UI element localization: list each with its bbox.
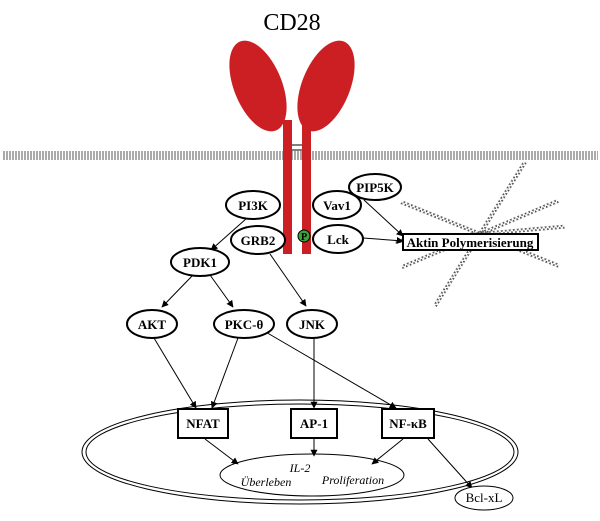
node-jnk-label: JNK: [299, 317, 326, 332]
diagram-title: CD28: [263, 10, 320, 36]
node-pkc-label: PKC-θ: [225, 317, 264, 332]
node-vav1-label: Vav1: [323, 198, 351, 213]
node-pip5k: PIP5K: [348, 173, 402, 201]
node-pkc-theta: PKC-θ: [213, 309, 275, 339]
box-ap1: AP-1: [290, 408, 338, 439]
node-lck: Lck: [312, 224, 364, 254]
box-nfkb: NF-κB: [381, 408, 435, 439]
cd28-receptor: [229, 40, 355, 254]
box-actin-label: Aktin Polymerisierung: [407, 235, 534, 250]
node-pi3k-label: PI3K: [238, 198, 269, 213]
node-bclxl-label: Bcl-xL: [466, 490, 503, 505]
box-ap1-label: AP-1: [300, 416, 328, 431]
box-actin: Aktin Polymerisierung: [402, 233, 539, 251]
cell-membrane: [2, 151, 598, 160]
node-pdk1-label: PDK1: [183, 255, 217, 270]
node-pdk1: PDK1: [170, 247, 230, 277]
outcome-il2: IL-2: [289, 461, 311, 475]
box-nfat-label: NFAT: [186, 416, 220, 431]
node-lck-label: Lck: [327, 232, 349, 247]
node-vav1: Vav1: [312, 190, 362, 220]
box-nfkb-label: NF-κB: [389, 416, 427, 431]
node-akt: AKT: [126, 309, 178, 339]
node-grb2: GRB2: [230, 225, 286, 255]
nucleus: [81, 399, 519, 505]
node-bclxl: Bcl-xL: [454, 485, 514, 511]
node-pip5k-label: PIP5K: [356, 180, 394, 195]
outcome-proliferation: Proliferation: [321, 473, 384, 487]
node-jnk: JNK: [286, 309, 338, 339]
phospho-badge: P: [297, 229, 311, 243]
node-grb2-label: GRB2: [241, 233, 276, 248]
outcome-survival: Überleben: [241, 474, 292, 489]
node-akt-label: AKT: [138, 317, 167, 332]
arrows: [153, 199, 473, 489]
node-pi3k: PI3K: [225, 190, 281, 220]
box-nfat: NFAT: [177, 408, 229, 439]
phospho-label: P: [301, 232, 307, 243]
